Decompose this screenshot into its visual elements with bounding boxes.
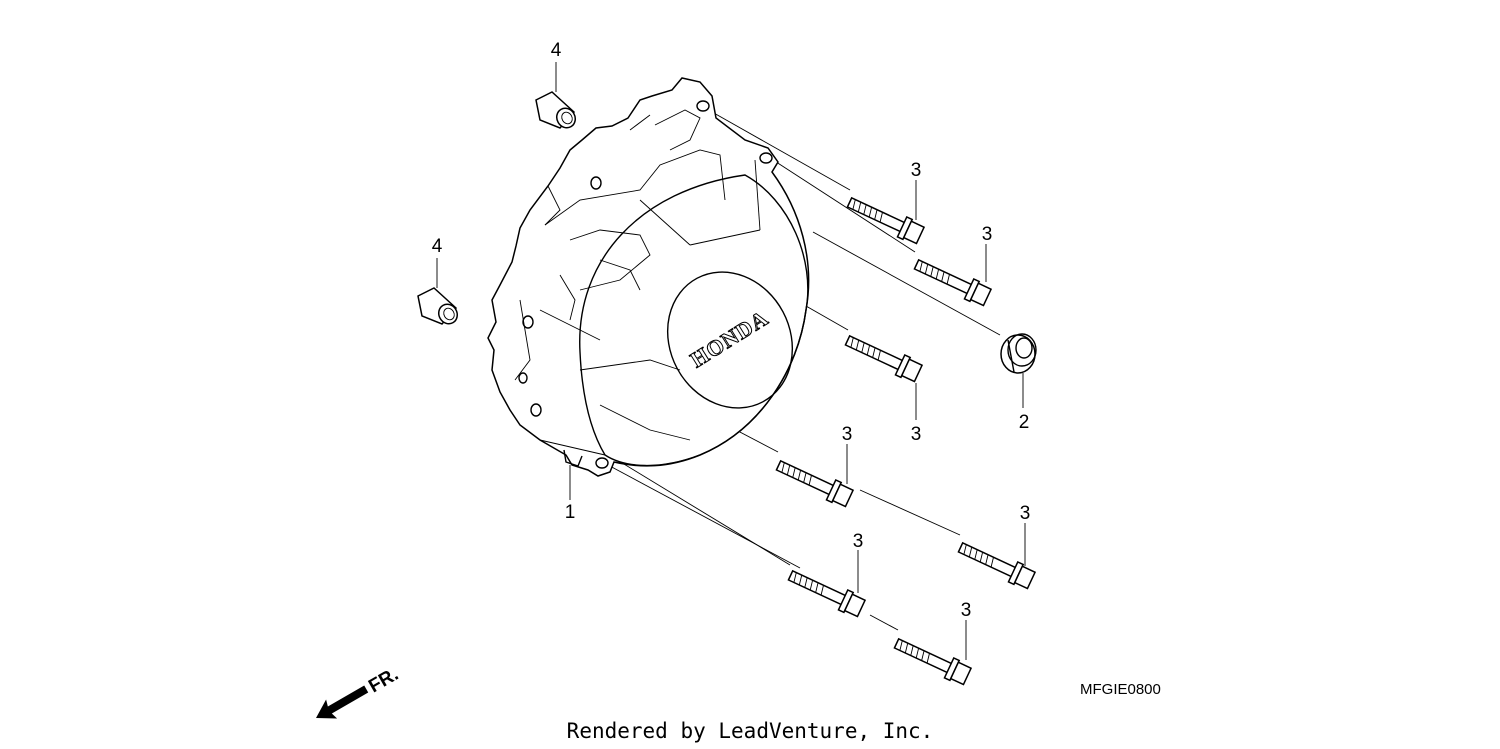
front-direction-indicator: FR. [316,664,402,719]
callout-4-lower: 4 [432,236,443,257]
dowel-pin-lower [417,287,459,325]
callout-labels: 4 4 1 2 3 3 3 3 3 3 3 [432,40,1031,621]
bolts-part-3[interactable] [774,192,1037,686]
callout-3-b: 3 [982,224,993,245]
callout-3-d: 3 [842,424,853,445]
callout-1: 1 [565,502,576,523]
callout-4-upper: 4 [551,40,562,61]
bolt-2 [913,258,993,307]
callout-3-c: 3 [911,424,922,445]
bolt-1 [846,196,926,245]
diagram-code: MFGIE0800 [1080,681,1161,698]
bolt-6 [787,569,867,618]
bolt-3 [844,334,924,383]
bolt-4 [775,459,855,508]
dowel-pin-upper [535,91,577,129]
dowel-pins-part-4[interactable] [417,91,579,327]
callout-3-e: 3 [1020,503,1031,524]
bolt-5 [957,541,1037,590]
callout-3-f: 3 [853,531,864,552]
callout-3-a: 3 [911,160,922,181]
callout-leaders [436,62,1026,660]
callout-2: 2 [1019,412,1030,433]
front-indicator-label: FR. [365,664,402,697]
hole-cap-part-2[interactable] [1000,333,1037,374]
generator-cover-part-1[interactable]: HONDA [487,77,816,477]
front-arrow-icon [316,685,369,719]
callout-3-g: 3 [961,600,972,621]
bolt-7 [893,637,973,686]
footer-credit: Rendered by LeadVenture, Inc. [567,719,934,743]
